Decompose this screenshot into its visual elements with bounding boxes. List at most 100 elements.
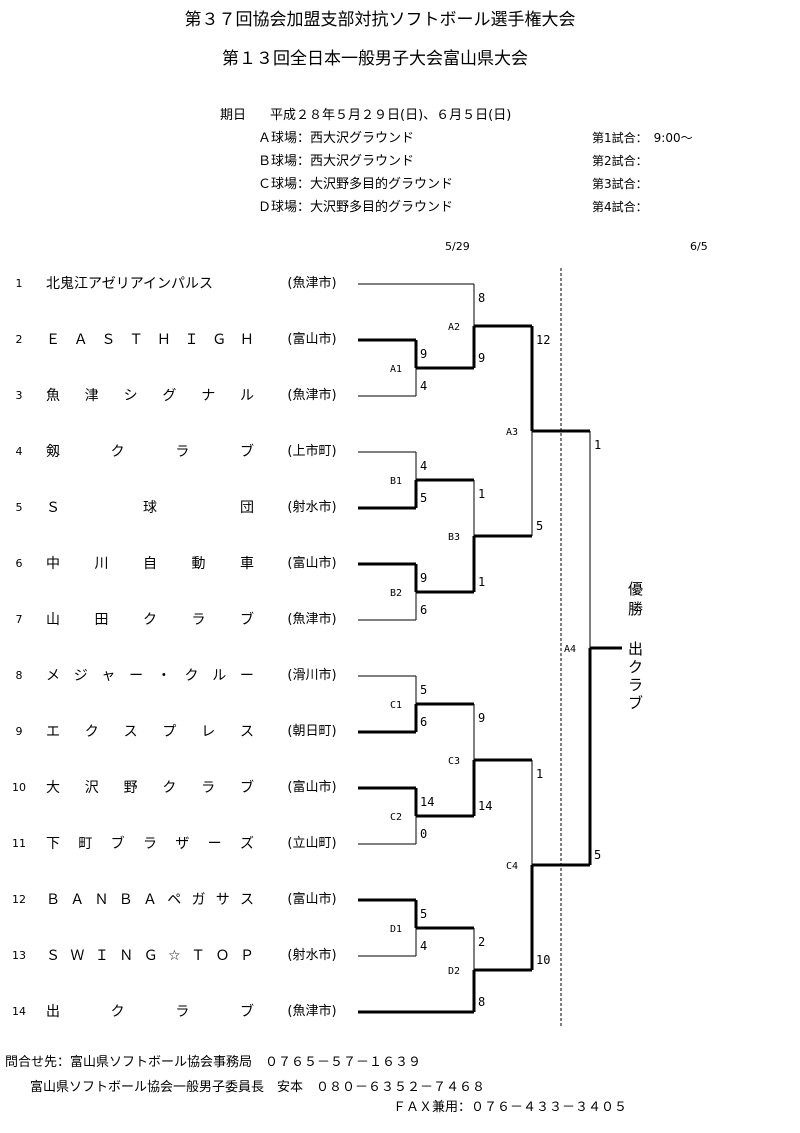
team-name: エクスプレス (46, 724, 254, 740)
match-label-B1: B1 (390, 476, 402, 487)
team-city: (滑川市) (287, 668, 337, 683)
match-score-top-C4: 1 (536, 767, 543, 781)
team-number: 11 (12, 837, 26, 850)
team-city: (富山市) (287, 780, 337, 795)
team-number: 3 (15, 389, 23, 402)
match-score-bottom-A2: 9 (478, 351, 485, 365)
footer-chair: 富山県ソフトボール協会一般男子委員長 安本 ０８０－６３５２－７４６８ (30, 1080, 486, 1095)
team-number: 8 (15, 669, 23, 682)
round-4: 第4試合： (592, 200, 648, 214)
team-number: 14 (12, 1005, 26, 1018)
team-city: (魚津市) (287, 612, 337, 627)
date-value: 平成２８年５月２９日(日)、６月５日(日) (270, 108, 512, 123)
match-score-top-A2: 8 (478, 291, 485, 305)
footer-fax: ＦＡＸ兼用：０７６－４３３－３４０５ (393, 1100, 628, 1115)
title-2: 第１３回全日本一般男子大会富山県大会 (222, 49, 528, 69)
match-score-bottom-C1: 6 (420, 715, 427, 729)
round-2: 第2試合： (592, 154, 648, 168)
team-name: 下町ブラザーズ (46, 836, 254, 852)
match-score-bottom-D2: 8 (478, 995, 485, 1009)
match-score-bottom-D1: 4 (420, 939, 427, 953)
team-number: 5 (15, 501, 23, 514)
team-name: 剱クラブ (46, 444, 254, 460)
team-city: (上市町) (287, 444, 337, 459)
team-city: (立山町) (287, 836, 337, 851)
match-score-bottom-C3: 14 (478, 799, 492, 813)
champion-team: 出クラブ (628, 640, 644, 712)
match-label-C2: C2 (390, 812, 402, 823)
match-score-top-B2: 9 (420, 571, 427, 585)
match-label-B2: B2 (390, 588, 402, 599)
match-label-C3: C3 (448, 756, 460, 767)
team-number: 13 (12, 949, 26, 962)
match-score-bottom-B3: 1 (478, 575, 485, 589)
match-score-top-A4: 1 (594, 438, 601, 452)
team-number: 2 (15, 333, 23, 346)
match-score-bottom-B1: 5 (420, 491, 427, 505)
team-city: (朝日町) (287, 724, 337, 739)
match-label-D1: D1 (390, 924, 402, 935)
match-score-top-C2: 14 (420, 795, 434, 809)
match-score-top-B1: 4 (420, 459, 427, 473)
team-city: (魚津市) (287, 388, 337, 403)
title-1: 第３７回協会加盟支部対抗ソフトボール選手権大会 (184, 10, 576, 30)
match-label-A3: A3 (506, 427, 518, 438)
match-label-D2: D2 (448, 966, 460, 977)
team-city: (富山市) (287, 556, 337, 571)
round-1: 第1試合： 9:00～ (592, 131, 693, 145)
champion-label-1: 優 (628, 580, 644, 598)
field-d: Ｄ球場：大沢野多目的グラウンド (258, 200, 454, 215)
date-label: 期日 (220, 108, 247, 123)
team-name: 魚津シグナル (46, 388, 254, 404)
team-number: 10 (12, 781, 26, 794)
champion-label-2: 勝 (628, 600, 644, 618)
field-a: Ａ球場：西大沢グラウンド (258, 131, 415, 146)
team-name: 中川自動車 (46, 556, 254, 572)
team-city: (魚津市) (287, 1004, 337, 1019)
team-city: (富山市) (287, 892, 337, 907)
team-name: 出クラブ (46, 1004, 254, 1020)
team-number: 4 (15, 445, 23, 458)
match-score-top-C1: 5 (420, 683, 427, 697)
team-number: 6 (15, 557, 23, 570)
match-score-bottom-A4: 5 (594, 848, 601, 862)
match-score-bottom-C2: 0 (420, 827, 427, 841)
team-name: メジャー・クルー (46, 668, 254, 684)
team-city: (魚津市) (287, 276, 337, 291)
match-score-bottom-B2: 6 (420, 603, 427, 617)
match-score-top-A3: 12 (536, 333, 550, 347)
date-day1: 5/29 (445, 240, 470, 253)
match-score-bottom-C4: 10 (536, 953, 550, 967)
team-name: 山田クラブ (46, 612, 254, 628)
match-score-top-D1: 5 (420, 907, 427, 921)
match-score-top-A1: 9 (420, 347, 427, 361)
match-score-bottom-A3: 5 (536, 519, 543, 533)
team-city: (射水市) (287, 948, 337, 963)
match-label-A2: A2 (448, 322, 460, 333)
match-score-bottom-A1: 4 (420, 379, 427, 393)
team-number: 9 (15, 725, 23, 738)
team-name: 大沢野クラブ (46, 780, 254, 796)
field-c: Ｃ球場：大沢野多目的グラウンド (258, 177, 454, 192)
team-number: 7 (15, 613, 23, 626)
round-3: 第3試合： (592, 177, 648, 191)
team-number: 12 (12, 893, 26, 906)
team-city: (富山市) (287, 332, 337, 347)
field-b: Ｂ球場：西大沢グラウンド (258, 154, 415, 169)
match-label-B3: B3 (448, 532, 460, 543)
date-day2: 6/5 (690, 240, 708, 253)
footer-contact: 問合せ先：富山県ソフトボール協会事務局 ０７６５－５７－１６３９ (5, 1055, 422, 1070)
match-score-top-C3: 9 (478, 711, 485, 725)
match-label-A1: A1 (390, 364, 402, 375)
match-label-A4: A4 (564, 644, 576, 655)
match-label-C4: C4 (506, 861, 518, 872)
team-number: 1 (15, 277, 23, 290)
team-name: 北鬼江アゼリアインパルス (46, 276, 214, 292)
match-score-top-D2: 2 (478, 935, 485, 949)
match-label-C1: C1 (390, 700, 402, 711)
